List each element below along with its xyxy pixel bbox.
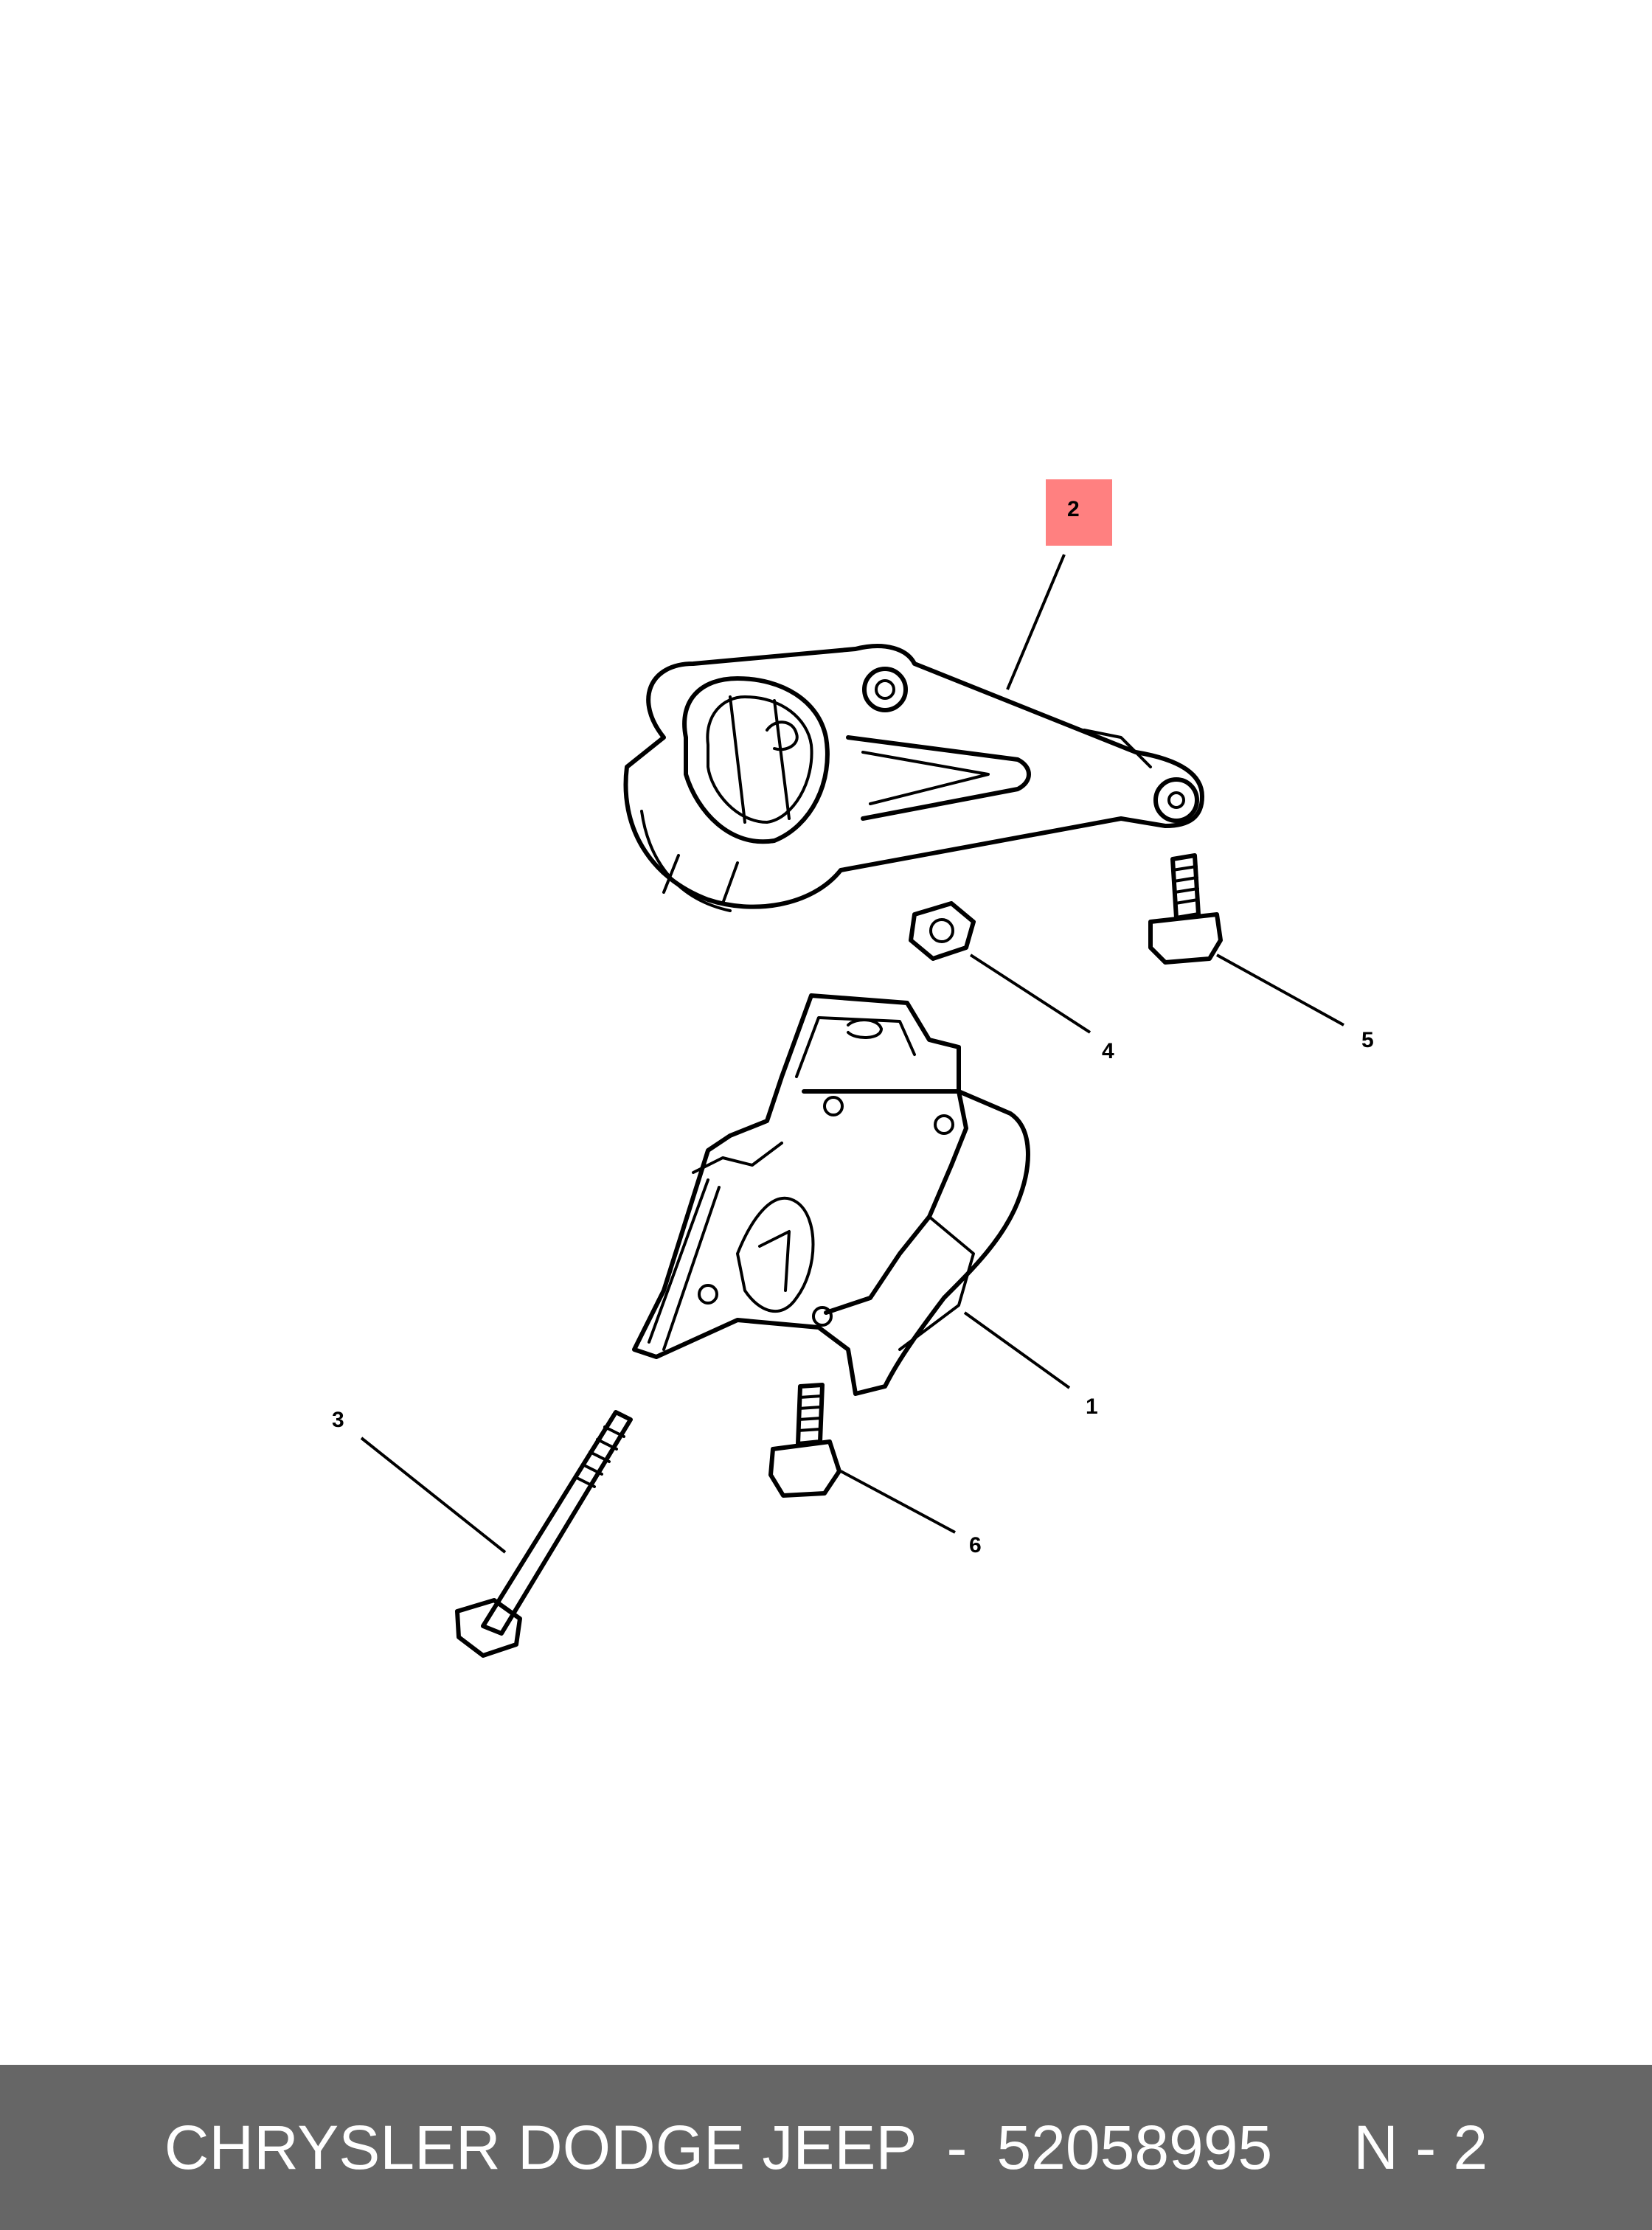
callout-5: 5 (1361, 1028, 1374, 1052)
callout-3: 3 (332, 1408, 344, 1432)
callout-1: 1 (1086, 1394, 1098, 1419)
leader-3 (360, 1437, 507, 1554)
brand-text: CHRYSLER DODGE JEEP (164, 2112, 917, 2182)
part-6-bolt (768, 1383, 841, 1498)
leader-5 (1216, 954, 1344, 1027)
callout-4: 4 (1102, 1039, 1114, 1063)
parts-diagram: 2 4 5 1 3 6 (332, 479, 1374, 1658)
part-3-stud-bolt (455, 1410, 633, 1658)
part-number: 52058995 (996, 2112, 1273, 2182)
part-1-lower-bracket (632, 993, 1030, 1396)
leader-1 (963, 1311, 1071, 1389)
part-5-bolt (1148, 853, 1223, 965)
callout-2: 2 (1067, 497, 1080, 521)
part-info-footer: CHRYSLER DODGE JEEP - 52058995 N - 2 (0, 2065, 1652, 2230)
callout-2-highlight (1046, 479, 1112, 546)
leader-2 (1006, 554, 1066, 690)
part-4-nut (909, 901, 976, 961)
part-suffix: N - 2 (1353, 2112, 1488, 2182)
callout-6: 6 (969, 1533, 982, 1557)
part-2-upper-mount (623, 644, 1204, 912)
separator-dash: - (946, 2112, 968, 2182)
leader-6 (840, 1470, 956, 1534)
leader-4 (969, 954, 1092, 1034)
